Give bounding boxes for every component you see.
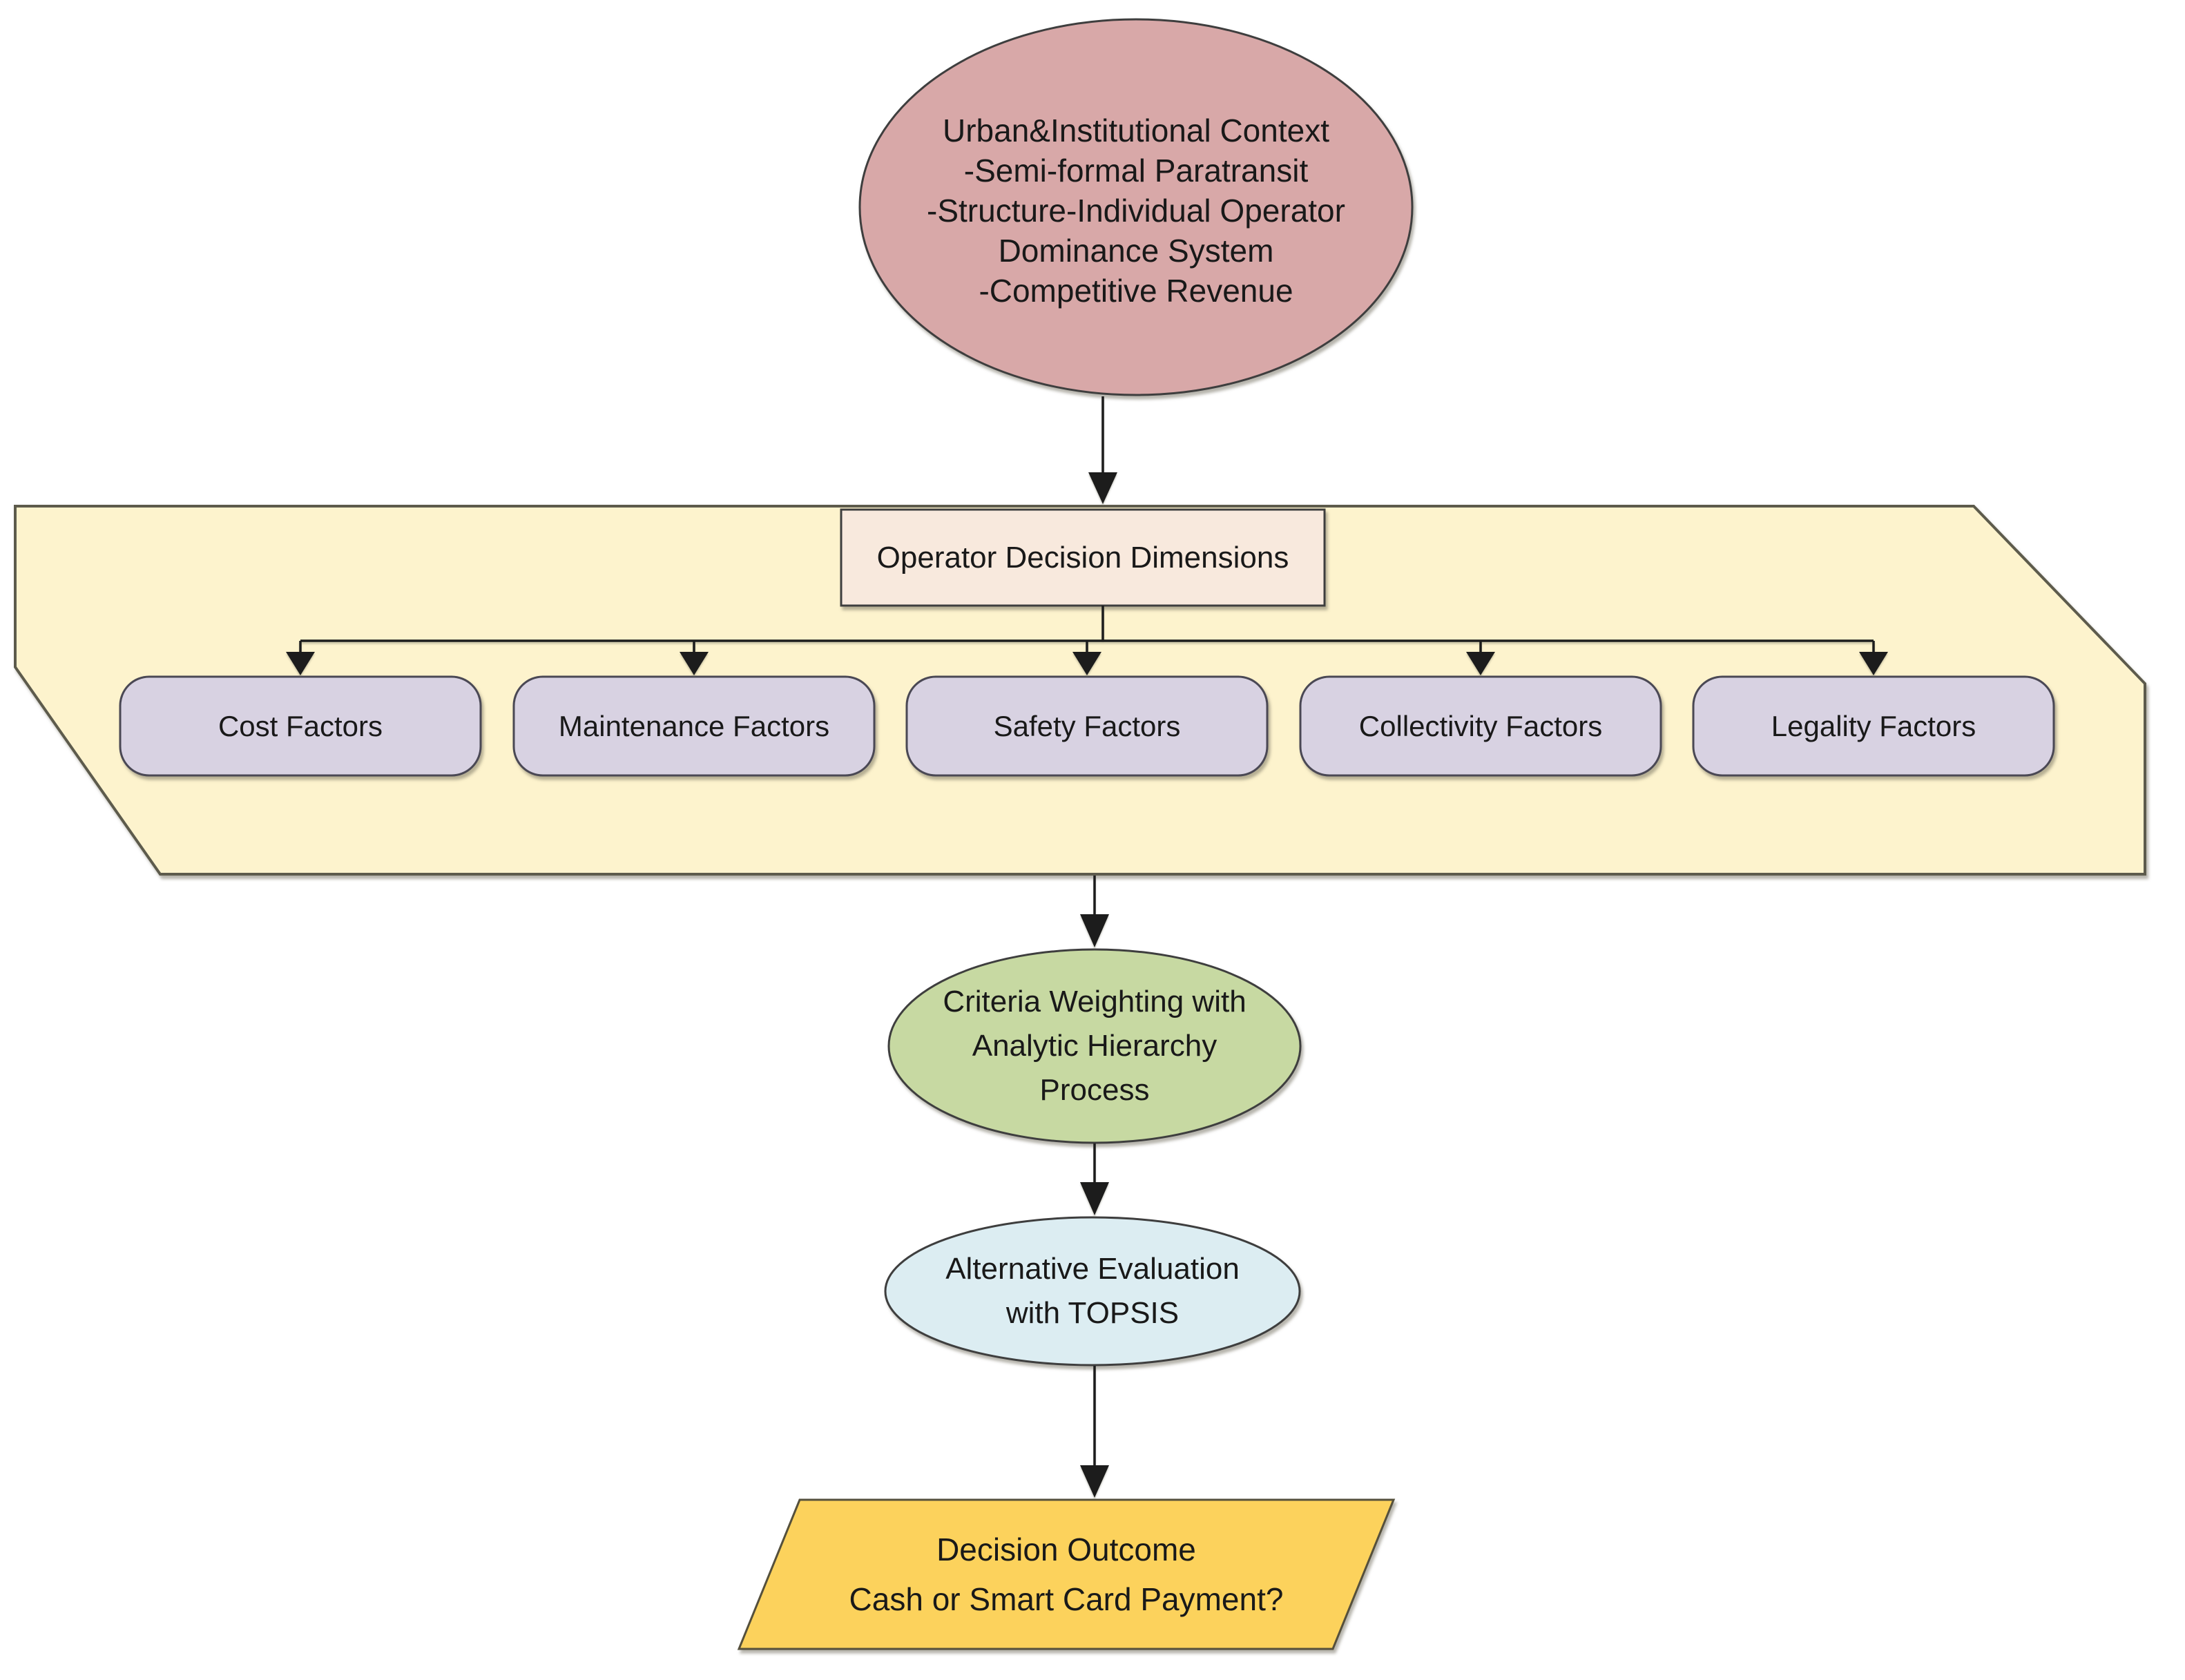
factor-box-maintenance	[512, 675, 876, 777]
arrowhead-drop-maintenance	[680, 652, 709, 675]
arrowhead-drop-cost	[286, 652, 315, 675]
arrowhead-drop-safety	[1072, 652, 1101, 675]
outcome-parallelogram	[737, 1498, 1396, 1650]
connector-edges	[286, 396, 1888, 1498]
dimensions-rect	[840, 508, 1326, 607]
arrowhead-band-to-ahp	[1080, 914, 1109, 947]
arrowhead-ahp-to-topsis	[1080, 1182, 1109, 1215]
ahp-ellipse	[887, 948, 1302, 1144]
factor-box-collectivity	[1299, 675, 1662, 777]
factor-box-legality	[1692, 675, 2055, 777]
arrowhead-drop-collectivity	[1466, 652, 1495, 675]
factor-box-safety	[905, 675, 1269, 777]
arrowhead-drop-legality	[1859, 652, 1888, 675]
arrowhead-context-to-band	[1088, 472, 1117, 504]
factor-box-cost	[119, 675, 482, 777]
arrowhead-topsis-to-outcome	[1080, 1465, 1109, 1498]
topsis-ellipse	[884, 1216, 1301, 1367]
context-ellipse	[858, 18, 1414, 396]
